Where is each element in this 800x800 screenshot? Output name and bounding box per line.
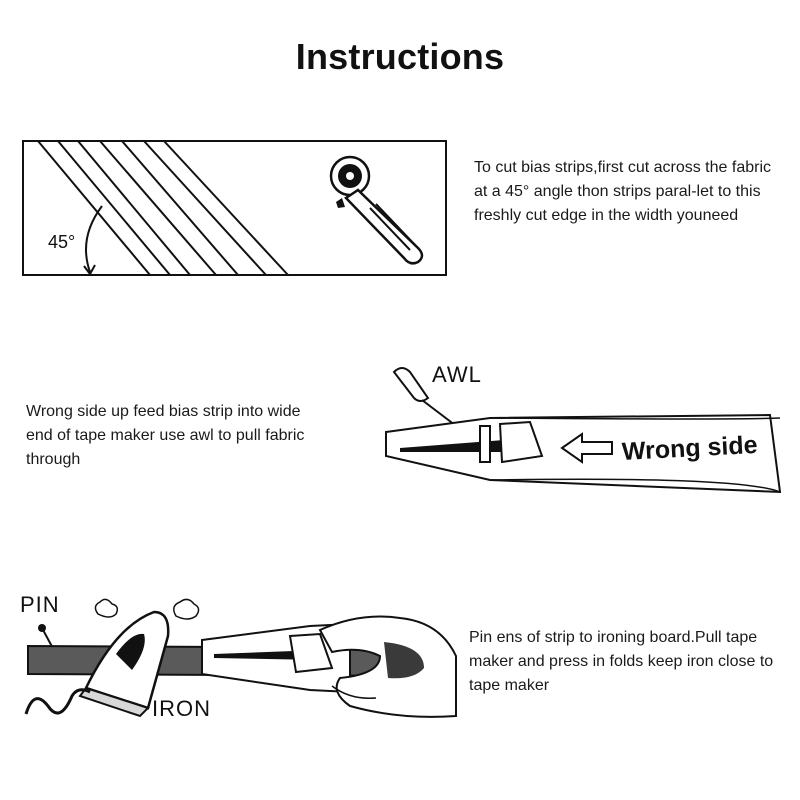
tape-maker-awl-illustration — [385, 367, 782, 494]
page-title: Instructions — [295, 36, 505, 77]
step-3-text: Pin ens of strip to ironing board.Pull t… — [469, 629, 774, 694]
angle-label: 45° — [48, 232, 76, 252]
pin-label: PIN — [20, 592, 60, 617]
rotary-cutter-icon — [329, 155, 424, 265]
iron-icon — [78, 610, 170, 718]
awl-label: AWL — [432, 362, 482, 387]
step-2-text: Wrong side up feed bias strip into wide … — [26, 403, 305, 468]
bias-cut-illustration — [22, 140, 447, 276]
step-1-text: To cut bias strips,first cut across the … — [474, 159, 771, 224]
hand-icon — [318, 615, 457, 718]
iron-press-illustration — [24, 598, 457, 718]
iron-label: IRON — [152, 696, 211, 721]
